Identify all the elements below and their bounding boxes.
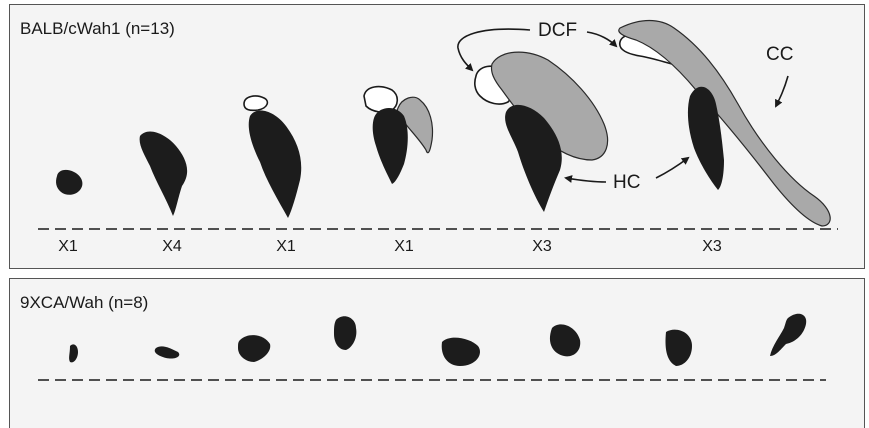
count-label-2: X4 bbox=[162, 238, 182, 256]
specimen-9xca-7 bbox=[665, 330, 692, 366]
hc-arrow-left bbox=[566, 178, 606, 182]
count-label-4: X1 bbox=[394, 238, 414, 256]
specimen-9xca-1 bbox=[69, 344, 78, 362]
specimen-balb-1 bbox=[56, 170, 82, 195]
specimen-balb-2 bbox=[140, 131, 188, 216]
specimen-balb-3-capsule bbox=[244, 96, 267, 110]
specimen-9xca-5 bbox=[442, 338, 480, 366]
hc-arrow-right bbox=[656, 158, 688, 178]
count-label-5: X3 bbox=[532, 238, 552, 256]
specimen-balb-4 bbox=[373, 108, 408, 184]
count-label-6: X3 bbox=[702, 238, 722, 256]
specimen-9xca-2 bbox=[155, 346, 180, 358]
count-label-1: X1 bbox=[58, 238, 78, 256]
specimen-9xca-8 bbox=[770, 314, 806, 356]
count-label-3: X1 bbox=[276, 238, 296, 256]
dcf-arrow-right bbox=[587, 32, 616, 46]
callout-dcf: DCF bbox=[538, 20, 577, 42]
specimen-balb-3 bbox=[249, 111, 302, 218]
specimen-9xca-3 bbox=[238, 335, 270, 362]
callout-cc: CC bbox=[766, 44, 793, 66]
specimen-9xca-4 bbox=[334, 316, 356, 350]
cc-arrow bbox=[776, 76, 788, 106]
specimen-9xca-6 bbox=[550, 324, 580, 356]
callout-hc: HC bbox=[613, 172, 640, 194]
